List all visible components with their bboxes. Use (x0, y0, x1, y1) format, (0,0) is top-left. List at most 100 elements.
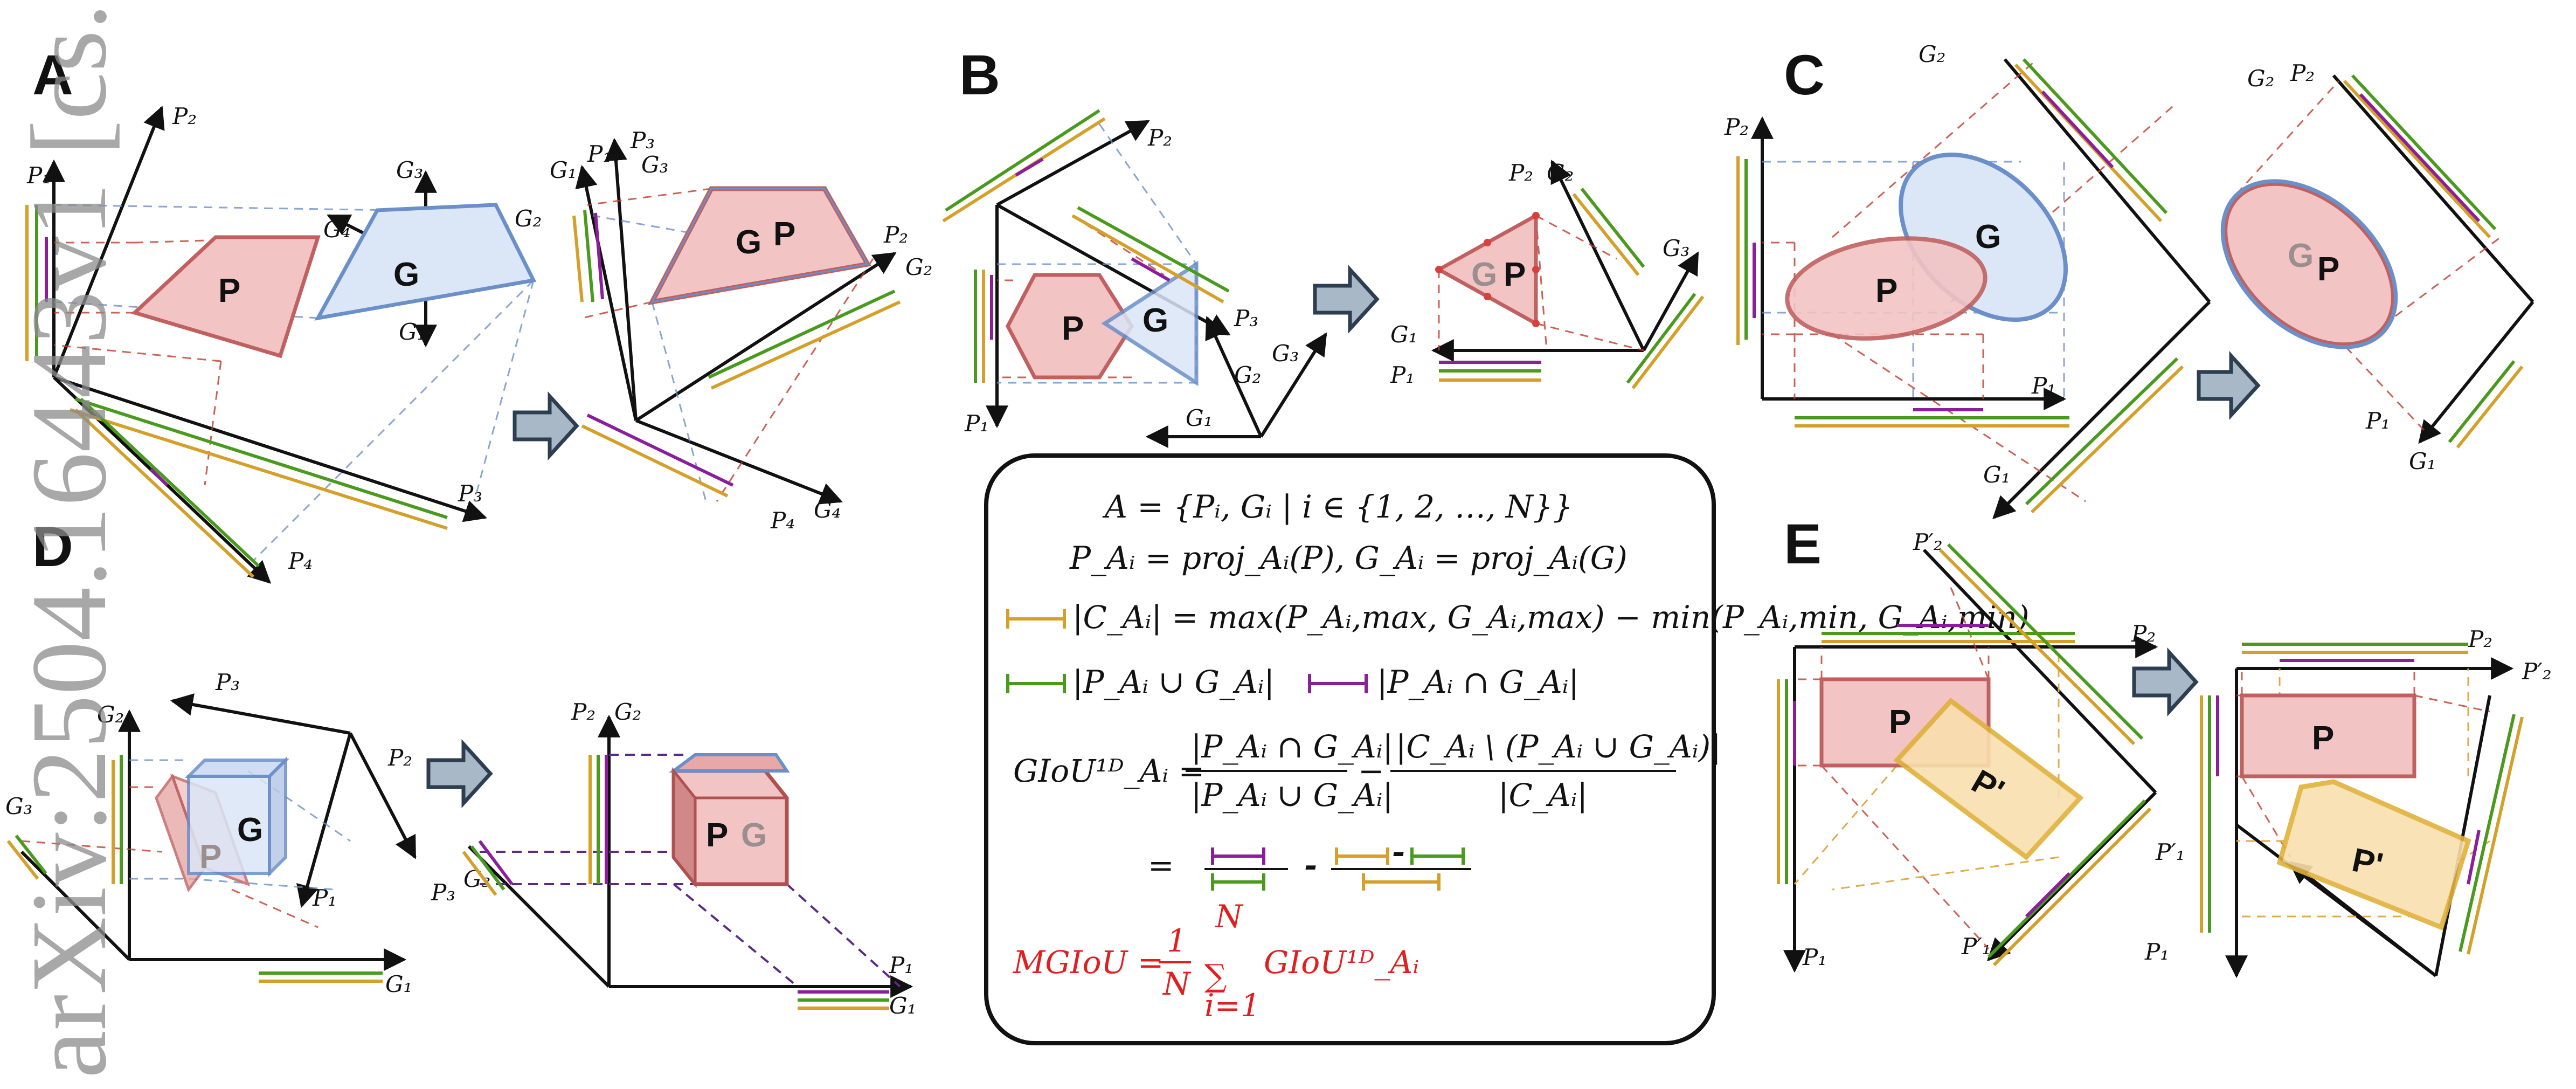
axis-g3-line-b2 (1642, 251, 1699, 351)
ground-truth-cube-side (268, 756, 287, 878)
axis-p3-label-d: P₃ (215, 669, 240, 695)
bar-hull-c-g1 (2030, 365, 2184, 514)
axis-g2-label-c2: G₂ (2247, 65, 2274, 92)
axis-p1-label-e: P₁ (1802, 944, 1827, 970)
formula-sum-top: N (1214, 898, 1244, 935)
bar-union-p4 (79, 397, 260, 568)
axis-p2-label-d2: P₂ (571, 699, 595, 725)
projection-lines-d-p (21, 786, 318, 928)
formula-mgiou-one: 1 (1167, 922, 1187, 959)
axis-g3-line-d2 (467, 845, 611, 988)
axis-g1-label-c: G₁ (1983, 461, 2010, 488)
bar-union-b2-p2 (1580, 188, 1645, 268)
projection-lines-d2 (480, 754, 901, 988)
predicted-polygon-p (131, 235, 321, 359)
formula-projections: P_Aᵢ = proj_Aᵢ(P), G_Aᵢ = proj_Aᵢ(G) (1069, 540, 1628, 576)
axis-g1-label-d: G₁ (385, 971, 412, 997)
projection-lines-a2 (581, 188, 874, 502)
axis-g1-label-d2: G₁ (889, 992, 916, 1019)
projection-lines-e2-p (2236, 668, 2490, 858)
overlapping-ellipse-g (2220, 179, 2398, 349)
axis-p4-label: P₄ (288, 548, 313, 574)
bar-union-b-p3 (1077, 206, 1230, 293)
axis-g1-label-c2: G₁ (2409, 448, 2436, 474)
axis-p3-label-b: P₃ (1234, 305, 1258, 332)
bar-hull-a2-right (710, 300, 901, 390)
axis-p2-label: P₂ (172, 103, 197, 129)
projection-box-p (1762, 242, 1984, 399)
projection-lines-b2 (1438, 215, 1644, 351)
axis-p1-label-2: P₁ (587, 141, 612, 167)
formula-intersection: |P_Aᵢ ∩ G_Aᵢ| (1377, 664, 1579, 700)
bar-intersection-d2-g3 (478, 840, 514, 885)
overlapping-ellipse-p (2225, 183, 2394, 346)
axis-g2-label: G₂ (515, 205, 542, 232)
bar-hull-d-g3 (6, 840, 39, 880)
axis-g3-label-2: G₃ (641, 151, 668, 178)
formula-set-a: A = {Pᵢ, Gᵢ | i ∈ {1, 2, …, N}} (1102, 488, 1573, 525)
panel-d-letter: D (32, 515, 73, 578)
formula-hull-length: |C_Aᵢ| = max(P_Aᵢ,max, G_Aᵢ,max) − min(P… (1072, 599, 2029, 636)
axis-p1-label-b: P₁ (964, 410, 989, 437)
bar-intersection-e-p1prime (2025, 872, 2071, 918)
axis-p2prime-line-e2 (2434, 695, 2491, 976)
axis-g3-label-b: G₃ (1272, 340, 1299, 367)
label-p-e: P (1889, 704, 1911, 741)
overlapping-g-outline (650, 188, 869, 304)
bar-hull-a2 (572, 215, 584, 302)
bar-hull-b2-p2 (1572, 193, 1640, 276)
axis-p2prime-line-e (1922, 548, 2157, 794)
panel-a: A P₁ P₂ P₃ P₄ G₃ G₂ G₄ G₁ P G (25, 44, 932, 584)
target-rect-pprime (1893, 697, 2084, 861)
axis-g1-label-b2: G₁ (1390, 321, 1417, 348)
predicted-hexagon-p (1006, 273, 1134, 380)
formula-mgiou-lhs: MGIoU = (1013, 944, 1164, 981)
panel-d: D G₂ G₁ G₃ P₃ P₂ P₁ G P P₂ G₂ (5, 515, 916, 1019)
axis-p2-label-c2: P₂ (2290, 60, 2315, 86)
axis-p2-line-d (349, 732, 417, 859)
axis-g4-label-2: G₄ (814, 497, 841, 523)
bar-union-d2-g3 (470, 845, 505, 891)
bar-union-c-g1 (2025, 357, 2179, 506)
formula-frame (984, 453, 1716, 1045)
bar-union-a2 (583, 210, 594, 302)
axis-p2prime-label-e2: P′₂ (2522, 658, 2552, 685)
vertex-dot-3 (1532, 320, 1540, 327)
bar-intersection-b-p3 (1131, 257, 1171, 282)
label-g-c: G (1975, 218, 2001, 256)
panel-e: E P₁ P₂ P′₂ P′₁ P P' P₁ P₂ P′₂ P′₁ (1777, 513, 2552, 978)
axis-p2-line-2 (635, 252, 897, 422)
arxiv-watermark: arXiv:2504.16443v1 [cs.CV] 23 Apr 2025 (10, 0, 129, 1078)
bar-intersection-a2 (594, 212, 604, 300)
formula-mgiou-term: GIoU¹ᴰ_Aᵢ (1264, 944, 1419, 981)
formula-bar-equals: = (1148, 847, 1174, 884)
bar-hull-e-p1prime (1992, 807, 2152, 967)
bar-intersection-e2-p2prime (2467, 830, 2481, 885)
bar-hull-p3 (70, 408, 448, 530)
vertex-dot-6 (1484, 293, 1491, 300)
axis-p3-line-d (170, 693, 351, 735)
formula-sum-bottom: i=1 (1204, 987, 1261, 1024)
bar-hull-e2-p2prime (2467, 716, 2524, 955)
vertex-dot-4 (1484, 239, 1491, 246)
transition-arrow-e (2132, 647, 2199, 717)
axis-p1-label: P₁ (26, 162, 51, 189)
projection-lines-e-p (1795, 587, 1990, 950)
formula-giou-num2: |C_Aᵢ \ (P_Aᵢ ∪ G_Aᵢ)| (1396, 728, 1721, 765)
bar-intersection-p4 (149, 467, 169, 487)
label-g-d2: G (741, 817, 767, 854)
predicted-rect-p-e2 (2240, 693, 2416, 778)
overlapping-cube-side (672, 767, 697, 888)
vertex-dot-1 (1435, 266, 1443, 273)
formula-sum-symbol: ∑ (1204, 957, 1227, 994)
axis-g2-label-d2: G₂ (614, 699, 641, 725)
bar-hull-b2-g3 (1631, 295, 1705, 389)
label-p-c2: P (2317, 251, 2339, 288)
panel-c-letter: C (1784, 44, 1825, 107)
panel-b: B P₂ P₁ P₃ G₁ G₃ G₂ P G P₂ G₂ G₁ P₁ (942, 44, 1705, 448)
axis-p1prime-label-e2: P′₁ (2155, 839, 2185, 865)
bar-union-c2-g1 (2448, 360, 2516, 443)
label-p-b2: P (1504, 256, 1526, 293)
label-g-d: G (237, 811, 263, 849)
label-p-b: P (1062, 310, 1084, 347)
